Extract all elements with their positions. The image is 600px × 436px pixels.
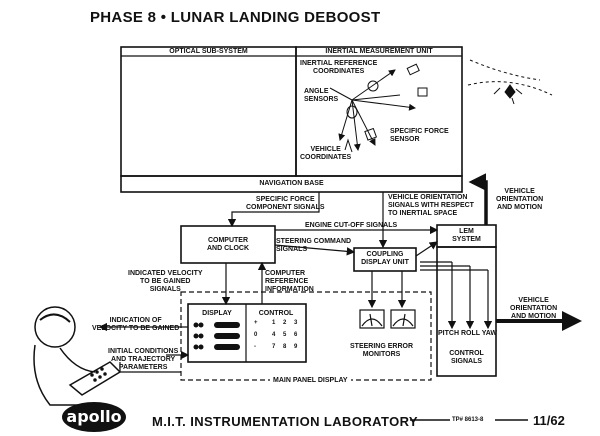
optical-subsystem-box <box>120 46 297 177</box>
initial-conditions-label: INITIAL CONDITIONS AND TRAJECTORY PARAME… <box>108 348 179 371</box>
main-panel-dashed <box>180 291 432 381</box>
control-key: 9 <box>294 344 298 350</box>
coupling-label: COUPLING DISPLAY UNIT <box>361 251 409 266</box>
engine-cutoff-label: ENGINE CUT-OFF SIGNALS <box>305 222 398 229</box>
control-key: - <box>254 344 256 350</box>
imu-label: INERTIAL MEASUREMENT UNIT <box>325 48 433 55</box>
lem-system-outer <box>436 246 497 377</box>
display-readouts <box>193 322 240 350</box>
vehicle-coordinates-label: VEHICLE COORDINATES <box>300 146 352 161</box>
control-key: 5 <box>283 332 287 338</box>
lab-name: M.I.T. INSTRUMENTATION LABORATORY <box>152 414 418 429</box>
lunar-module-sketch <box>467 59 553 105</box>
main-panel-label: MAIN PANEL DISPLAY <box>270 377 351 385</box>
control-key: + <box>254 320 258 326</box>
computer-reference-label: COMPUTER REFERENCE INFORMATION <box>265 270 314 293</box>
vehicle-orientation-motion-top-label: VEHICLE ORIENTATION AND MOTION <box>496 188 544 211</box>
navigation-base-box <box>120 175 463 193</box>
vehicle-orientation-signals-label: VEHICLE ORIENTATION SIGNALS WITH RESPECT… <box>388 194 474 217</box>
control-label: CONTROL <box>258 310 294 317</box>
indication-velocity-label: INDICATION OF VELOCITY TO BE GAINED <box>92 317 180 332</box>
optical-subsystem-label: OPTICAL SUB-SYSTEM <box>169 48 248 55</box>
page-title: PHASE 8 • LUNAR LANDING DEBOOST <box>90 9 381 26</box>
angle-sensors-label: ANGLE SENSORS <box>304 88 339 103</box>
control-key: 2 <box>283 320 287 326</box>
pitch-roll-yaw-label: PITCH ROLL YAW <box>438 330 497 337</box>
control-signals-label: CONTROL SIGNALS <box>449 350 484 365</box>
steering-command-label: STEERING COMMAND SIGNALS <box>276 238 352 253</box>
control-key: 1 <box>272 320 276 326</box>
computer-label: COMPUTER AND CLOCK <box>207 237 249 252</box>
display-control-panel <box>187 303 307 363</box>
imu-gimbal-drawing <box>329 63 428 153</box>
display-label: DISPLAY <box>202 310 232 317</box>
indicated-velocity-label: INDICATED VELOCITY TO BE GAINED SIGNALS <box>128 270 203 293</box>
tp-number: TP# 8613-8 <box>452 417 484 423</box>
vehicle-orientation-motion-right-label: VEHICLE ORIENTATION AND MOTION <box>510 297 558 320</box>
page-number: 11/62 <box>533 413 565 428</box>
navigation-base-label: NAVIGATION BASE <box>259 180 324 187</box>
control-key: 6 <box>294 332 298 338</box>
computer-box <box>180 225 276 264</box>
inertial-reference-label: INERTIAL REFERENCE COORDINATES <box>300 60 378 75</box>
coupling-box <box>353 247 417 272</box>
control-key: 0 <box>254 332 258 338</box>
control-key: 4 <box>272 332 276 338</box>
steering-error-dials <box>359 309 416 329</box>
astronaut-sketch <box>33 306 122 406</box>
apollo-logo: apollo <box>62 402 126 432</box>
control-key: 8 <box>283 344 287 350</box>
control-key: 7 <box>272 344 276 350</box>
control-key: 3 <box>294 320 298 326</box>
specific-force-signals-label: SPECIFIC FORCE COMPONENT SIGNALS <box>246 196 325 211</box>
steering-error-label: STEERING ERROR MONITORS <box>350 343 414 358</box>
specific-force-sensor-label: SPECIFIC FORCE SENSOR <box>390 128 449 143</box>
lem-system-label: LEM SYSTEM <box>452 228 481 243</box>
